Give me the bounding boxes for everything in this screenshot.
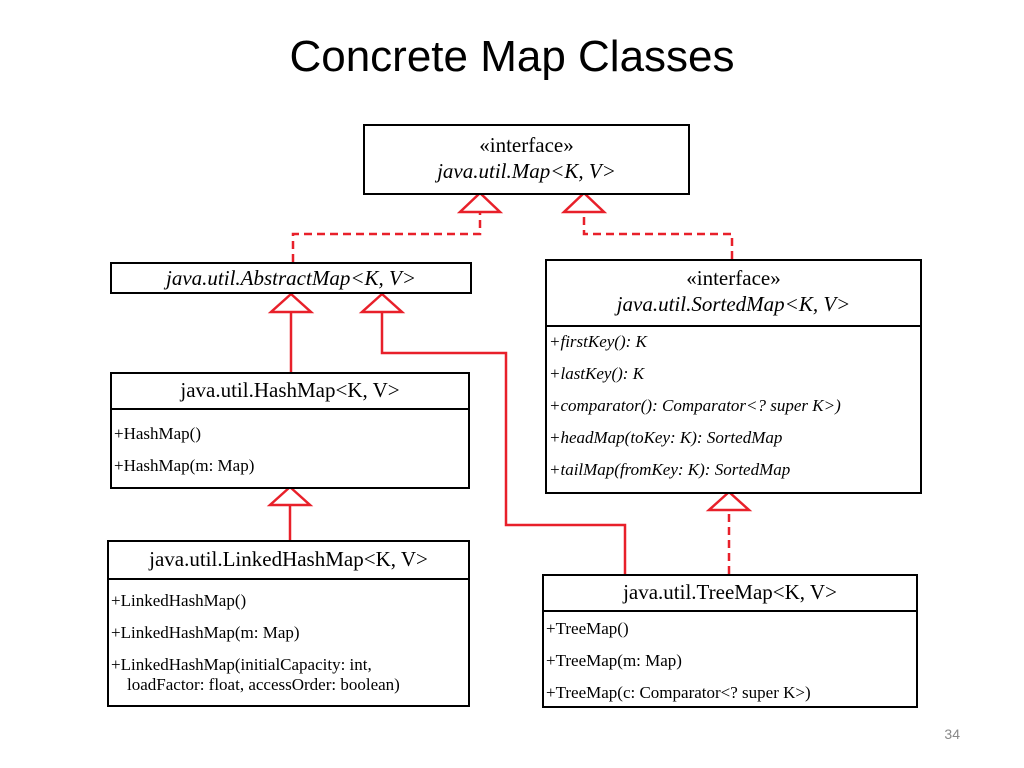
- map-interface-box: «interface» java.util.Map<K, V>: [363, 124, 690, 195]
- abstractmap-box: java.util.AbstractMap<K, V>: [110, 262, 472, 294]
- hashmap-method: +HashMap(m: Map): [114, 456, 255, 475]
- treemap-box: java.util.TreeMap<K, V> +TreeMap() +Tree…: [542, 574, 918, 708]
- arrowhead-map-right: [560, 191, 608, 214]
- arrowhead-abstractmap-right: [358, 292, 406, 314]
- arrowhead-hashmap: [266, 485, 314, 507]
- hashmap-box: java.util.HashMap<K, V> +HashMap() +Hash…: [110, 372, 470, 489]
- page-title: Concrete Map Classes: [289, 32, 735, 81]
- map-name: java.util.Map<K, V>: [437, 159, 616, 183]
- linkedhashmap-method: +LinkedHashMap(initialCapacity: int,: [111, 655, 372, 674]
- page-number: 34: [944, 726, 960, 742]
- linkedhashmap-method-continued: loadFactor: float, accessOrder: boolean): [127, 675, 400, 694]
- arrowhead-abstractmap-left: [267, 292, 315, 314]
- linkedhashmap-method: +LinkedHashMap(): [111, 591, 247, 610]
- arrowhead-sortedmap: [705, 490, 753, 512]
- treemap-method: +TreeMap(): [546, 619, 629, 638]
- sortedmap-method: +tailMap(fromKey: K): SortedMap: [549, 460, 791, 479]
- abstractmap-implements-map: [291, 212, 482, 262]
- treemap-name: java.util.TreeMap<K, V>: [623, 580, 837, 604]
- linkedhashmap-box: java.util.LinkedHashMap<K, V> +LinkedHas…: [107, 540, 470, 707]
- hashmap-method: +HashMap(): [114, 424, 202, 443]
- sortedmap-method: +comparator(): Comparator<? super K>): [549, 396, 841, 415]
- abstractmap-name: java.util.AbstractMap<K, V>: [166, 266, 416, 290]
- sortedmap-stereotype: «interface»: [686, 266, 781, 290]
- sortedmap-interface-box: «interface» java.util.SortedMap<K, V> +f…: [545, 259, 922, 494]
- linkedhashmap-name: java.util.LinkedHashMap<K, V>: [149, 547, 428, 571]
- hashmap-name: java.util.HashMap<K, V>: [180, 378, 400, 402]
- sortedmap-method: +lastKey(): K: [549, 364, 645, 383]
- sortedmap-extends-map: [582, 212, 734, 259]
- map-stereotype: «interface»: [479, 133, 574, 157]
- sortedmap-method: +headMap(toKey: K): SortedMap: [549, 428, 783, 447]
- arrowhead-map-left: [456, 191, 504, 214]
- treemap-method: +TreeMap(c: Comparator<? super K>): [546, 683, 811, 702]
- treemap-extends-abstractmap: [380, 312, 627, 574]
- sortedmap-name: java.util.SortedMap<K, V>: [616, 292, 851, 316]
- sortedmap-method: +firstKey(): K: [549, 332, 647, 351]
- treemap-method: +TreeMap(m: Map): [546, 651, 682, 670]
- linkedhashmap-method: +LinkedHashMap(m: Map): [111, 623, 300, 642]
